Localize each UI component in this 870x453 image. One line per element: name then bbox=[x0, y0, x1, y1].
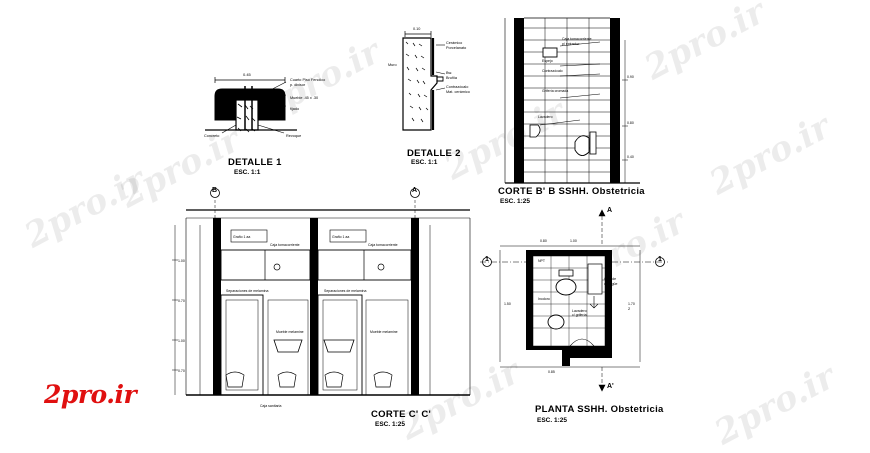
svg-text:Revoque: Revoque bbox=[286, 134, 301, 138]
svg-text:1.70: 1.70 bbox=[628, 302, 635, 306]
svg-text:Grifería cromada: Grifería cromada bbox=[542, 89, 568, 93]
corte-c-title: CORTE C' C' bbox=[371, 409, 432, 420]
drawing-sheet: 2pro.ir 2pro.ir 2pro.ir 2pro.ir 2pro.ir … bbox=[18, 0, 842, 453]
svg-text:p. divisor: p. divisor bbox=[290, 83, 306, 87]
svg-text:1.00: 1.00 bbox=[178, 339, 185, 343]
svg-text:Mat. cerámico: Mat. cerámico bbox=[446, 90, 470, 94]
section-marker-plan-bottom: A' bbox=[607, 383, 614, 390]
detalle-1-title: DETALLE 1 bbox=[228, 157, 282, 168]
svg-text:p/ extractor: p/ extractor bbox=[562, 42, 580, 46]
detalle-2-title: DETALLE 2 bbox=[407, 148, 461, 159]
svg-text:Lavadero: Lavadero bbox=[572, 309, 587, 313]
planta-title: PLANTA SSHH. Obstetricia bbox=[535, 404, 664, 415]
svg-text:Mueble melamine: Mueble melamine bbox=[276, 330, 304, 334]
svg-text:0.80: 0.80 bbox=[540, 239, 547, 243]
site-logo: 2pro.ir bbox=[44, 380, 137, 409]
corte-c-drawing: Grafio 1 aa Grafio 1 aa Caja tomacorrient… bbox=[172, 188, 471, 408]
section-marker-plan-top: A bbox=[607, 207, 613, 214]
svg-text:1.00: 1.00 bbox=[178, 259, 185, 263]
planta-scale: ESC. 1:25 bbox=[537, 417, 567, 424]
svg-text:Bruñia: Bruñia bbox=[446, 76, 458, 80]
svg-text:Inodoro: Inodoro bbox=[538, 297, 550, 301]
svg-text:Grafio 1 aa: Grafio 1 aa bbox=[332, 235, 349, 239]
detalle-2-scale: ESC. 1:1 bbox=[411, 159, 438, 166]
svg-text:Caja sanitaria: Caja sanitaria bbox=[260, 404, 281, 408]
svg-text:Grafio 1 aa: Grafio 1 aa bbox=[233, 235, 250, 239]
svg-text:Cuarto Piso Fenolico: Cuarto Piso Fenolico bbox=[290, 78, 325, 82]
grid-marker-left: B bbox=[212, 187, 218, 194]
svg-text:desagüe: desagüe bbox=[604, 282, 617, 286]
svg-text:Mueble melamine: Mueble melamine bbox=[370, 330, 398, 334]
corte-c-scale: ESC. 1:25 bbox=[375, 421, 405, 428]
svg-text:Caja tomacorriente: Caja tomacorriente bbox=[562, 37, 592, 41]
svg-text:1.00: 1.00 bbox=[570, 239, 577, 243]
corte-b-scale: ESC. 1:25 bbox=[500, 198, 530, 205]
svg-text:Concreto: Concreto bbox=[204, 134, 219, 138]
svg-text:Lavadero: Lavadero bbox=[538, 115, 553, 119]
svg-text:Muro: Muro bbox=[388, 63, 397, 67]
svg-text:0.10: 0.10 bbox=[413, 27, 420, 31]
svg-text:Mueble .45 x .30: Mueble .45 x .30 bbox=[290, 96, 318, 100]
svg-text:0.90: 0.90 bbox=[627, 75, 634, 79]
detalle-1-drawing: 0.45 Cuarto Piso Fenolico p. divisor Mue… bbox=[204, 72, 325, 138]
svg-text:Bw.: Bw. bbox=[446, 71, 452, 75]
svg-text:Caja tomacorriente: Caja tomacorriente bbox=[270, 243, 300, 247]
svg-text:Porcelanato: Porcelanato bbox=[446, 46, 466, 50]
svg-text:0.85: 0.85 bbox=[548, 370, 555, 374]
svg-text:Separaciones de melamina: Separaciones de melamina bbox=[226, 289, 268, 293]
svg-text:0.45: 0.45 bbox=[243, 72, 252, 77]
svg-text:NPT: NPT bbox=[538, 259, 546, 263]
svg-text:Caja de: Caja de bbox=[604, 277, 616, 281]
svg-text:Caja tomacorriente: Caja tomacorriente bbox=[368, 243, 398, 247]
svg-text:Contrazócalo: Contrazócalo bbox=[446, 85, 468, 89]
detalle-1-scale: ESC. 1:1 bbox=[234, 169, 261, 176]
svg-text:Cerámico: Cerámico bbox=[446, 41, 462, 45]
svg-text:Separaciones de melamina: Separaciones de melamina bbox=[324, 289, 366, 293]
svg-text:2: 2 bbox=[628, 306, 631, 311]
svg-text:Contrazócalo: Contrazócalo bbox=[542, 69, 563, 73]
svg-text:0.40: 0.40 bbox=[627, 155, 634, 159]
corte-b-title: CORTE B' B SSHH. Obstetricia bbox=[498, 186, 645, 197]
grid-marker-plan-left: 1 bbox=[485, 256, 489, 263]
svg-text:1.50: 1.50 bbox=[504, 302, 511, 306]
svg-text:Espejo: Espejo bbox=[542, 59, 553, 63]
svg-text:0.70: 0.70 bbox=[178, 369, 185, 373]
cad-linework: 0.45 Cuarto Piso Fenolico p. divisor Mue… bbox=[172, 17, 668, 408]
grid-marker-plan-right: 1 bbox=[658, 256, 662, 263]
svg-text:0.70: 0.70 bbox=[178, 299, 185, 303]
svg-text:c/ grifería: c/ grifería bbox=[572, 313, 587, 317]
detalle-2-drawing: 0.10 Cerámico Porcelanato Bw. Bruñia Con… bbox=[388, 27, 470, 131]
grid-marker-right: A bbox=[412, 187, 418, 194]
svg-text:fijado: fijado bbox=[290, 107, 299, 111]
svg-text:0.80: 0.80 bbox=[627, 121, 634, 125]
